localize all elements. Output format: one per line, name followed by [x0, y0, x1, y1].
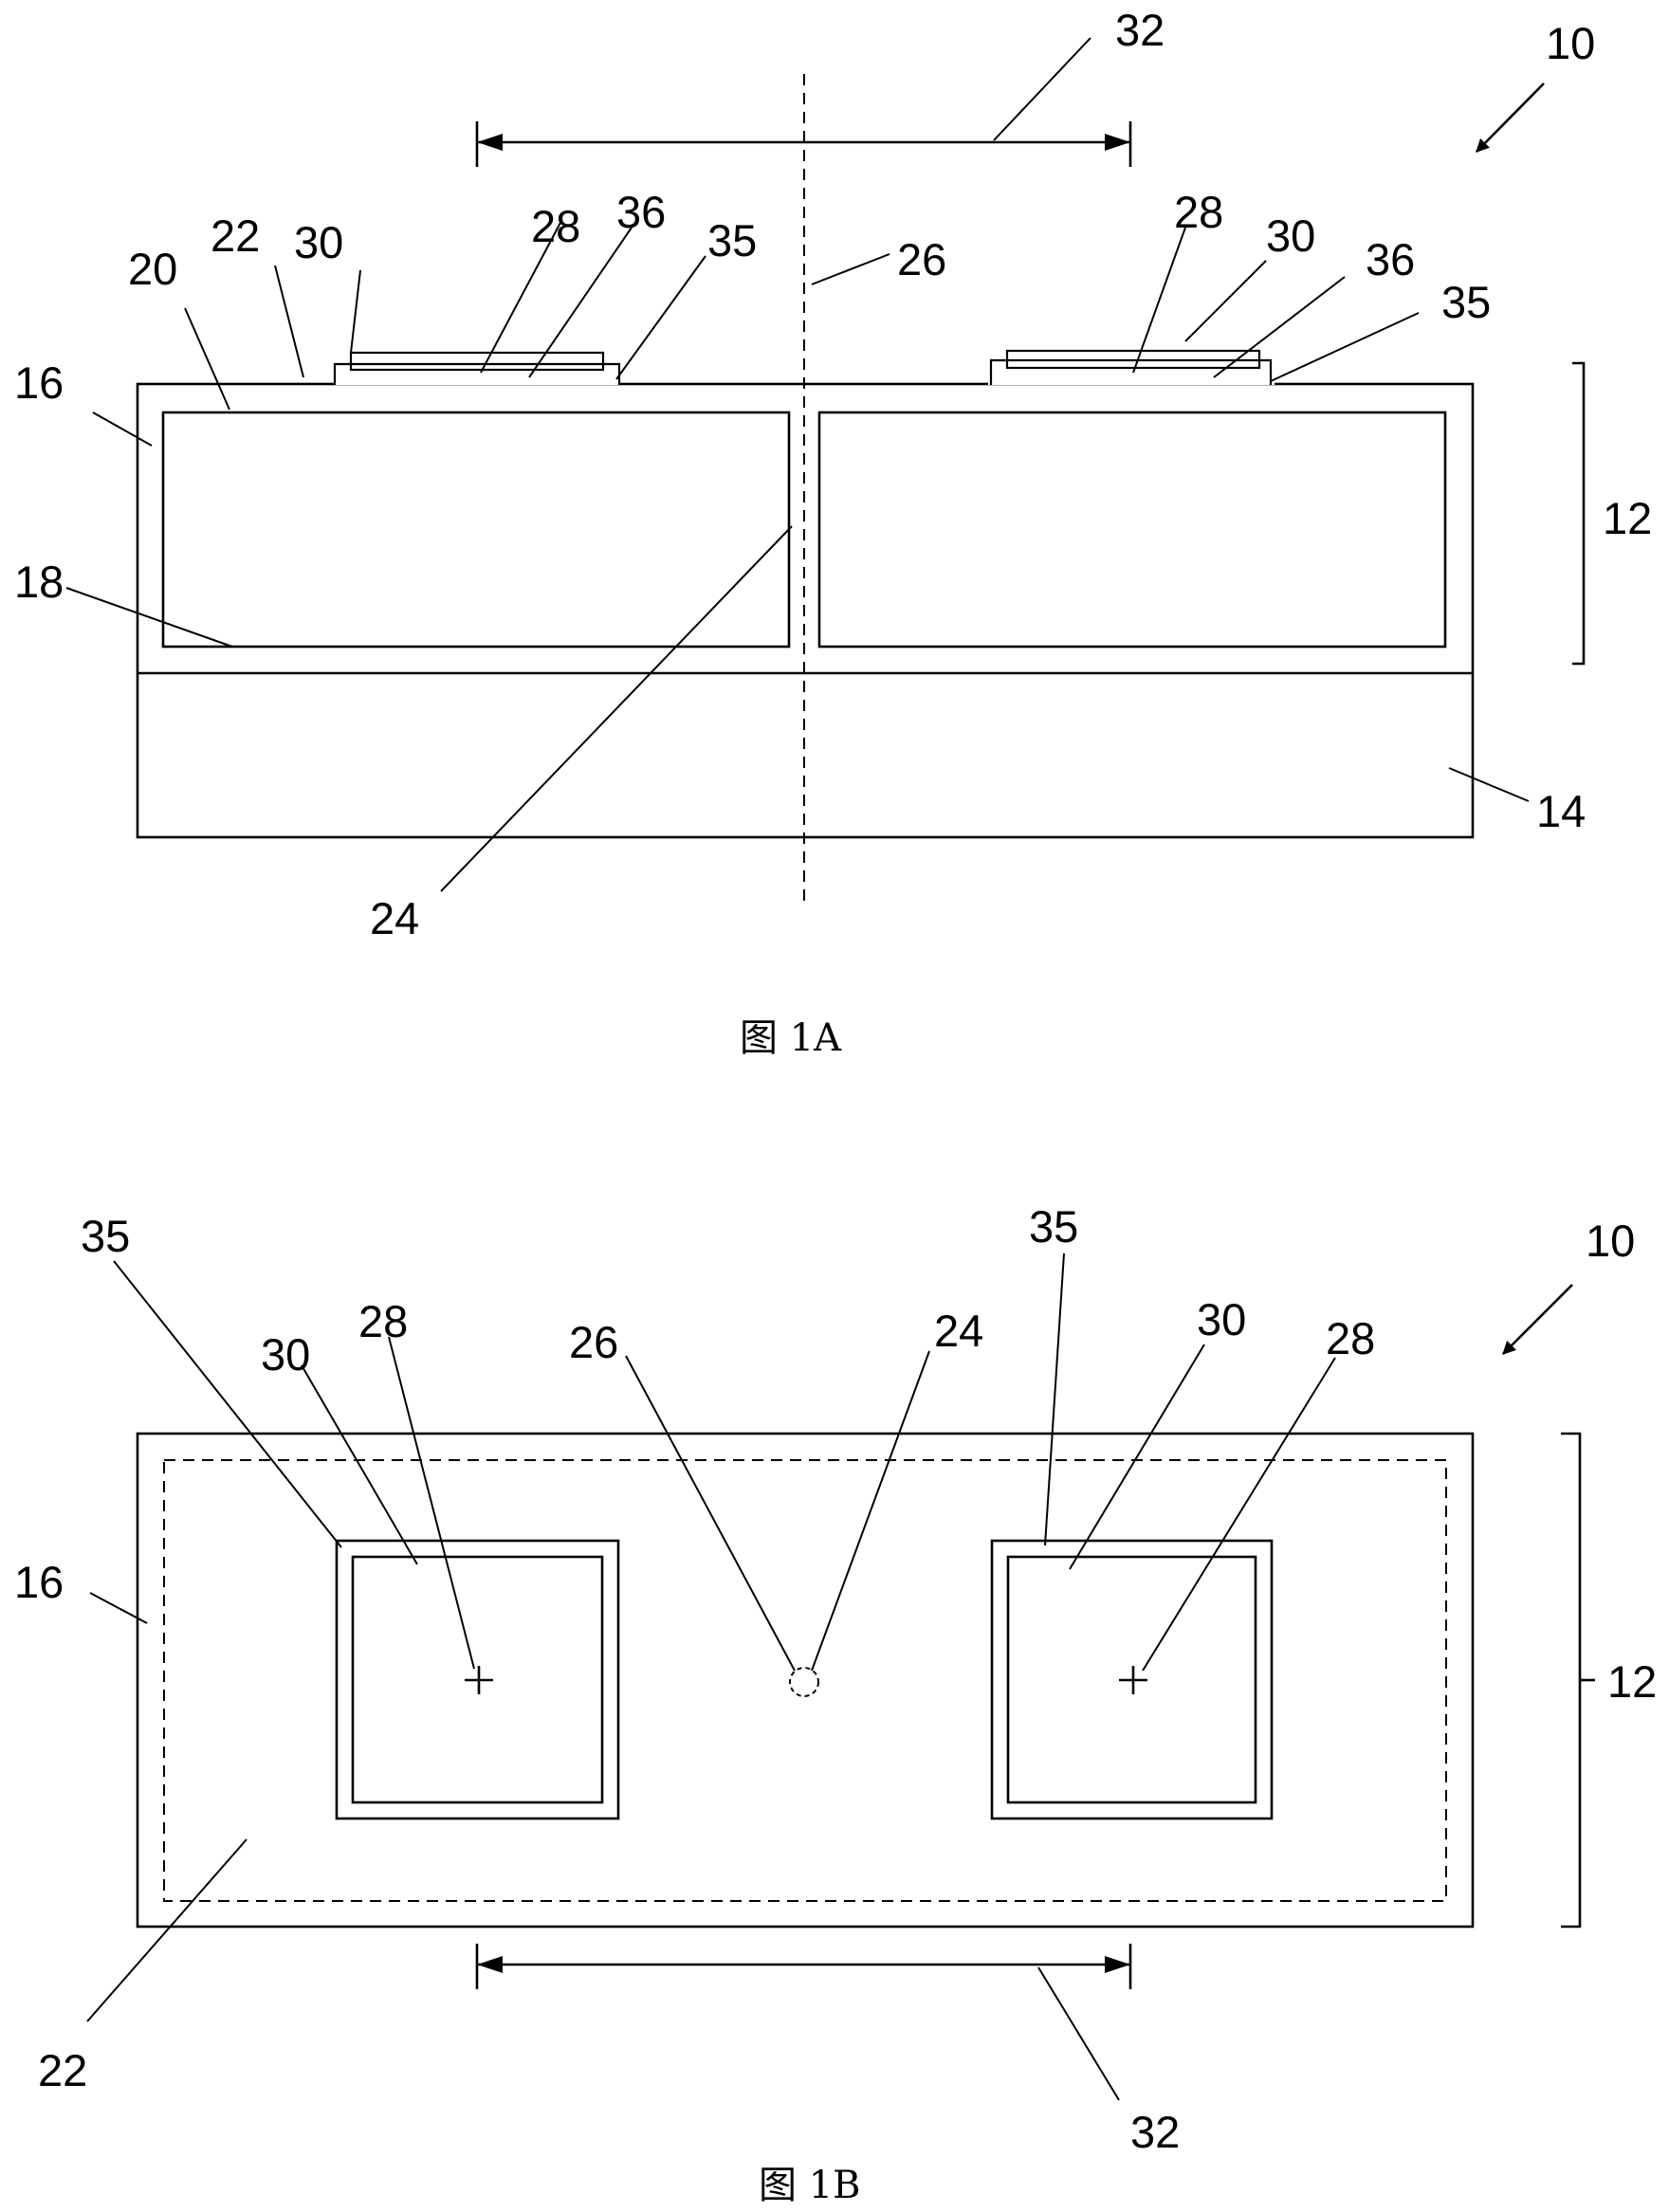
layer-bracket	[1572, 361, 1586, 666]
label-22-top: 22	[38, 2045, 87, 2095]
label-16: 16	[14, 357, 64, 408]
label-30-right: 30	[1266, 210, 1315, 261]
caption-1a: 图 1A	[740, 1016, 842, 1060]
label-36-left: 36	[616, 187, 666, 237]
label-28-left: 28	[531, 201, 580, 251]
layer-bracket-top	[1561, 1432, 1582, 1929]
device-outline-top	[136, 1432, 1475, 1929]
label-30-right-top: 30	[1197, 1294, 1246, 1344]
leader-lines	[65, 37, 1530, 892]
label-18: 18	[14, 557, 64, 607]
label-26: 26	[897, 234, 946, 284]
label-32-top: 32	[1130, 2107, 1180, 2157]
label-26-top: 26	[569, 1317, 618, 1367]
figure-1b: 35 28 30 26 24 35 30 28 10 16 12 22 32 图…	[14, 1201, 1657, 2207]
label-28-left-top: 28	[358, 1296, 408, 1346]
figure-1a: 32 10 22 30 28 36 35 26 20 16 18 28 30 3…	[14, 5, 1652, 1060]
label-28-right-top: 28	[1326, 1313, 1375, 1363]
label-24-top: 24	[934, 1306, 983, 1356]
distance-arrow-top	[475, 1944, 1132, 1989]
cavity-outline-dashed	[163, 1459, 1447, 1902]
cavity-left	[161, 411, 791, 649]
label-24: 24	[370, 893, 419, 943]
label-36-right: 36	[1366, 234, 1415, 284]
pad-left	[335, 1539, 620, 1820]
label-14: 14	[1536, 786, 1586, 836]
device-arrow-top	[1502, 1284, 1573, 1355]
pad-right	[990, 1539, 1274, 1820]
label-35-right-top: 35	[1029, 1201, 1078, 1252]
label-35-right: 35	[1441, 277, 1491, 327]
label-35-left-top: 35	[81, 1211, 130, 1261]
label-10: 10	[1546, 18, 1595, 68]
label-28-right: 28	[1174, 187, 1223, 237]
label-12: 12	[1603, 493, 1652, 543]
label-32: 32	[1115, 5, 1165, 55]
axis-point	[789, 1667, 819, 1697]
label-20: 20	[128, 244, 177, 294]
label-10-top: 10	[1586, 1216, 1635, 1266]
label-22: 22	[211, 210, 260, 261]
label-35-left: 35	[707, 215, 757, 265]
caption-1b: 图 1B	[759, 2164, 861, 2207]
contact-pads	[333, 349, 1275, 385]
label-30-left-top: 30	[261, 1329, 310, 1380]
leader-lines-top	[86, 1252, 1336, 2101]
cavity-right	[817, 411, 1447, 649]
label-16-top: 16	[14, 1557, 64, 1607]
device-arrow	[1476, 82, 1545, 153]
label-12-top: 12	[1607, 1656, 1657, 1707]
label-30-left: 30	[294, 217, 343, 267]
